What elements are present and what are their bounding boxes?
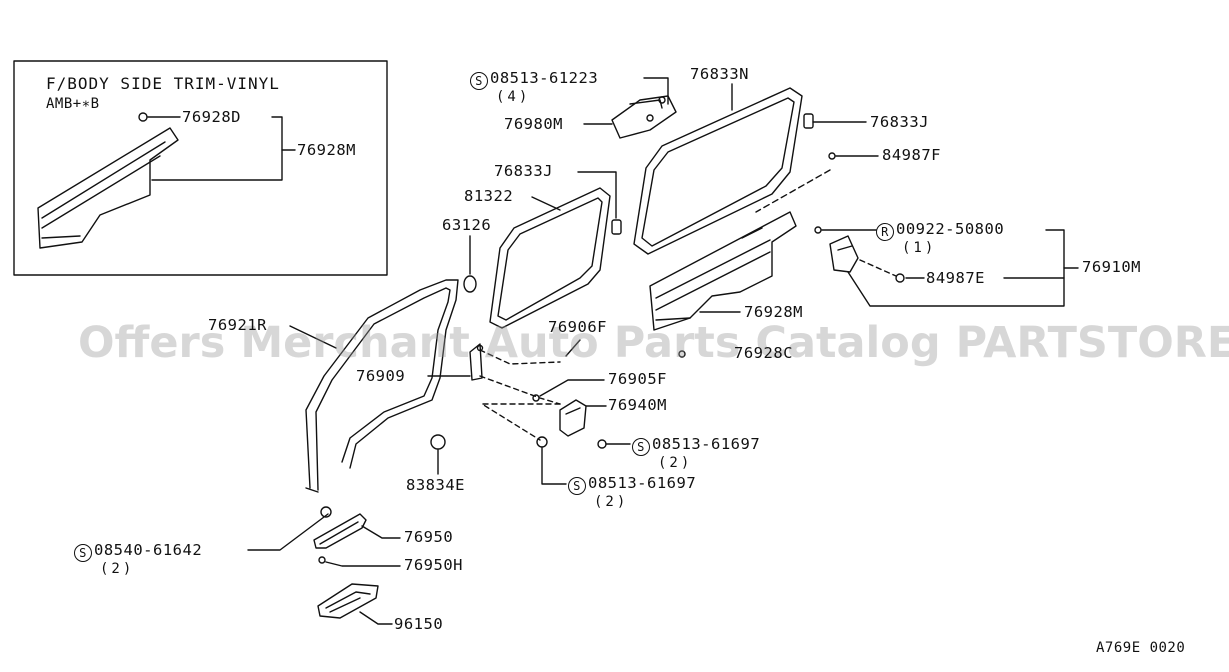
screw-symbol-icon: S <box>470 72 488 90</box>
part-label-84987f[interactable]: 84987F <box>882 146 941 164</box>
grommet-83834e <box>430 434 446 475</box>
side-trim-panel <box>649 211 797 331</box>
window-seal-medium <box>489 187 611 329</box>
part-label-96150[interactable]: 96150 <box>394 615 444 633</box>
part-label-76906f[interactable]: 76906F <box>548 318 607 336</box>
leader-08513-61223 <box>643 77 669 105</box>
qty-00922-50800: (1) <box>902 240 937 256</box>
watermark: Offers Merchant Auto Parts Catalog PARTS… <box>78 318 1229 368</box>
clip-76833j-right <box>803 113 814 129</box>
part-label-84987e[interactable]: 84987E <box>926 269 985 287</box>
screw-08513-61697-b <box>536 436 548 448</box>
qty-08513-61223: (4) <box>496 89 531 105</box>
step-cover-96150 <box>317 583 379 619</box>
leader-76921r <box>289 325 337 349</box>
part-label-76833n[interactable]: 76833N <box>690 65 749 83</box>
plug-63126 <box>463 275 477 293</box>
clip-76928c <box>678 350 686 358</box>
leader-76950 <box>361 525 401 539</box>
part-label-76909[interactable]: 76909 <box>356 367 406 385</box>
part-label-76950[interactable]: 76950 <box>404 528 454 546</box>
clip-84987f <box>828 152 836 160</box>
qty-08513-61697-b: (2) <box>594 494 629 510</box>
rivet-symbol-icon: R <box>876 223 894 241</box>
part-label-76940m[interactable]: 76940M <box>608 396 667 414</box>
inset-title: F/BODY SIDE TRIM-VINYL <box>46 74 280 93</box>
screw-symbol-icon: S <box>632 438 650 456</box>
window-seal-large <box>633 87 803 255</box>
clip-76833j-left <box>611 219 622 235</box>
cover-76940m <box>559 399 587 437</box>
leader-76906f <box>565 339 581 357</box>
qty-08540-61642: (2) <box>100 561 135 577</box>
part-label-83834e[interactable]: 83834E <box>406 476 465 494</box>
dash-lower <box>481 403 561 441</box>
dash-84987f <box>755 169 831 213</box>
part-label-76928c[interactable]: 76928C <box>734 344 793 362</box>
leader-76910m <box>847 229 1065 307</box>
leader-96150 <box>359 611 393 625</box>
leader-81322 <box>531 196 561 211</box>
part-label-76928m-inset[interactable]: 76928M <box>297 141 356 159</box>
leader-76905f <box>539 379 605 397</box>
clip-76905f <box>532 394 540 402</box>
screw-symbol-icon: S <box>74 544 92 562</box>
bracket-76980m <box>611 95 677 139</box>
bracket-76910m <box>814 226 905 283</box>
qty-08513-61697-a: (2) <box>658 455 693 471</box>
inset-frame <box>13 60 388 276</box>
leader-08540 <box>247 513 329 551</box>
leader-08513-61697-b <box>541 447 567 485</box>
diagram-code: A769E 0020 <box>1096 640 1186 656</box>
leader-76833j-left <box>577 171 617 219</box>
part-label-76905f[interactable]: 76905F <box>608 370 667 388</box>
part-label-76910m[interactable]: 76910M <box>1082 258 1141 276</box>
dash-84987e <box>859 259 897 277</box>
part-label-63126[interactable]: 63126 <box>442 216 492 234</box>
part-label-76928d[interactable]: 76928D <box>182 108 241 126</box>
part-label-76833j-left[interactable]: 76833J <box>494 162 553 180</box>
inset-subtitle: AMB+∗B <box>46 96 100 112</box>
screw-08513-61697-a <box>597 439 607 449</box>
part-label-76928m[interactable]: 76928M <box>744 303 803 321</box>
part-label-76833j-right[interactable]: 76833J <box>870 113 929 131</box>
part-label-76950h[interactable]: 76950H <box>404 556 463 574</box>
kick-plate-76950 <box>313 506 367 564</box>
part-label-76980m[interactable]: 76980M <box>504 115 563 133</box>
inset-leaders <box>147 116 296 181</box>
part-label-81322[interactable]: 81322 <box>464 187 514 205</box>
screw-symbol-icon: S <box>568 477 586 495</box>
part-label-76921r[interactable]: 76921R <box>208 316 267 334</box>
leader-76950h <box>325 561 401 567</box>
door-weatherstrip <box>305 279 459 493</box>
dash-76906f <box>479 349 561 365</box>
inset-trim-panel <box>37 112 179 249</box>
dash-76905f <box>479 375 561 405</box>
